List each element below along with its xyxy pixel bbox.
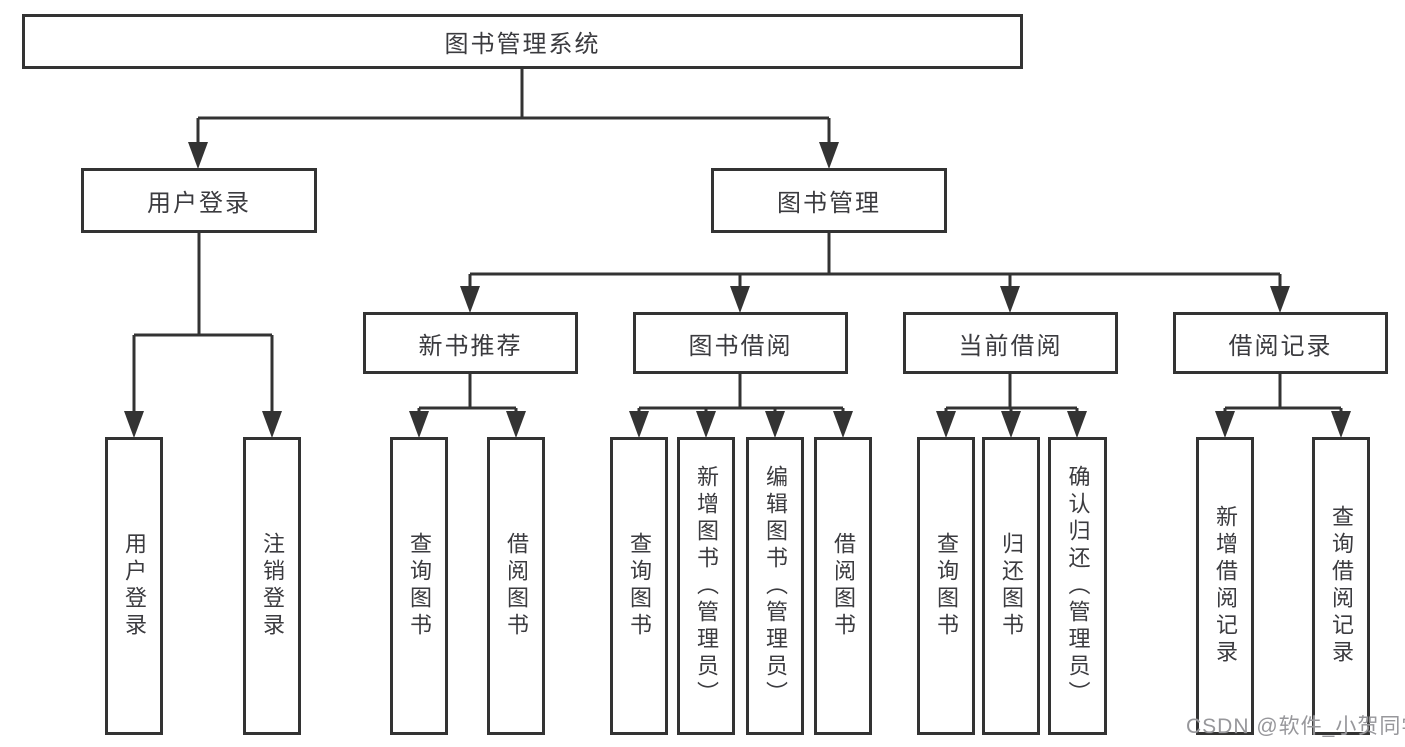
node-current-borrow: 当前借阅 <box>903 312 1118 374</box>
leaf-user-login: 用户登录 <box>105 437 163 735</box>
node-label: 图书借阅 <box>688 332 793 360</box>
leaf-return-books: 归还图书 <box>982 437 1040 735</box>
node-label: 编辑图书（管理员） <box>763 464 788 708</box>
leaf-borrow-books-2: 借阅图书 <box>814 437 872 735</box>
leaf-query-books-2: 查询图书 <box>610 437 668 735</box>
node-library-system: 图书管理系统 <box>22 14 1023 69</box>
node-label: 借阅图书 <box>504 532 529 640</box>
node-label: 图书管理 <box>777 190 881 217</box>
node-label: 新书推荐 <box>418 332 523 360</box>
node-label: 新增借阅记录 <box>1213 505 1238 667</box>
leaf-query-books-3: 查询图书 <box>917 437 975 735</box>
csdn-watermark: CSDN @软件_小贺同学 <box>1186 715 1405 738</box>
leaf-confirm-return-admin: 确认归还（管理员） <box>1048 437 1107 735</box>
node-label: 确认归还（管理员） <box>1065 464 1091 708</box>
leaf-edit-books-admin: 编辑图书（管理员） <box>746 437 804 735</box>
node-borrow-records: 借阅记录 <box>1173 312 1388 374</box>
leaf-query-books-1: 查询图书 <box>390 437 448 735</box>
node-label: 注销登录 <box>260 532 285 640</box>
node-label: 用户登录 <box>122 532 147 640</box>
node-book-borrow: 图书借阅 <box>633 312 848 374</box>
node-label: 图书管理系统 <box>444 31 601 58</box>
node-label: 查询图书 <box>934 532 959 640</box>
node-label: 查询图书 <box>627 532 652 640</box>
node-label: 当前借阅 <box>958 332 1063 360</box>
leaf-query-borrow-record: 查询借阅记录 <box>1312 437 1370 735</box>
node-label: 用户登录 <box>147 190 251 217</box>
node-label: 查询借阅记录 <box>1329 505 1354 667</box>
node-new-book-recommend: 新书推荐 <box>363 312 578 374</box>
leaf-add-borrow-record: 新增借阅记录 <box>1196 437 1254 735</box>
leaf-add-books-admin: 新增图书（管理员） <box>677 437 735 735</box>
leaf-borrow-books-1: 借阅图书 <box>487 437 545 735</box>
node-label: 新增图书（管理员） <box>694 464 719 708</box>
node-label: 查询图书 <box>407 532 432 640</box>
node-label: 归还图书 <box>999 532 1024 640</box>
node-label: 借阅记录 <box>1228 332 1333 360</box>
node-user-login: 用户登录 <box>81 168 317 233</box>
node-label: 借阅图书 <box>831 532 856 640</box>
leaf-logout: 注销登录 <box>243 437 301 735</box>
node-book-management: 图书管理 <box>711 168 947 233</box>
